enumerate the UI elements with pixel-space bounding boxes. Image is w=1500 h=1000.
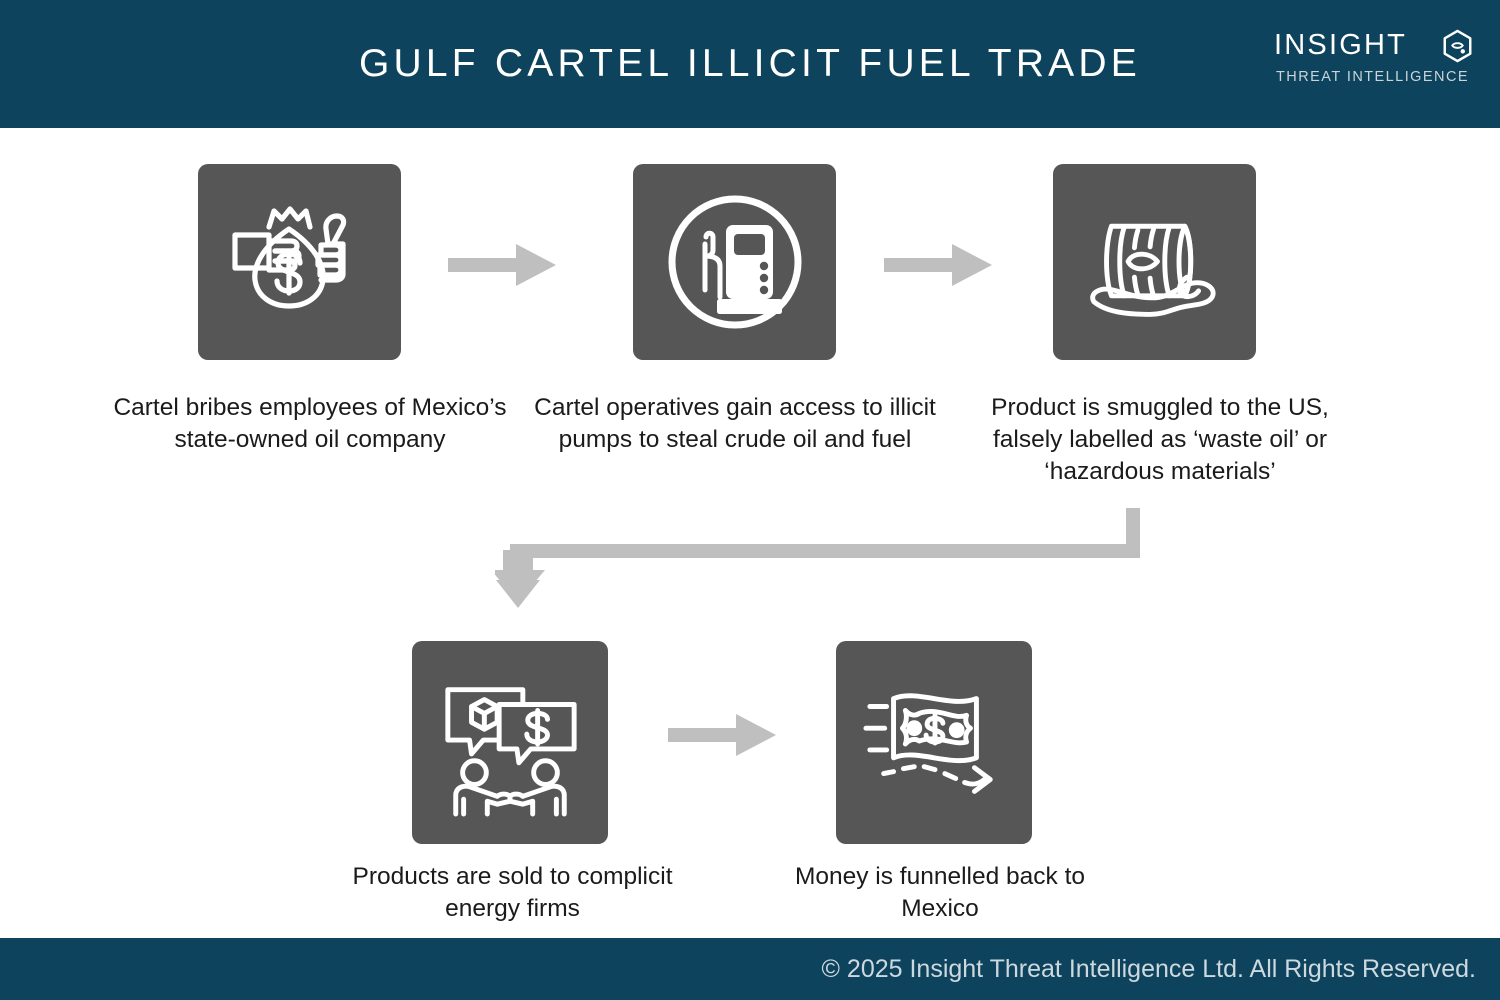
- flow-step-1: [198, 164, 401, 360]
- logo-tagline: THREAT INTELLIGENCE: [1276, 69, 1469, 85]
- logo-wordmark: INSIGHT: [1274, 29, 1408, 61]
- hexagon-dot-icon: [1441, 29, 1474, 63]
- arrow-step1-to-step2: [448, 240, 558, 290]
- copyright-text: © 2025 Insight Threat Intelligence Ltd. …: [821, 955, 1476, 983]
- step-5-caption: Money is funnelled back to Mexico: [794, 863, 1086, 922]
- money-transfer-icon: [860, 669, 1008, 817]
- oil-drum-spill-icon: [1079, 191, 1231, 333]
- step-4-caption: Products are sold to complicit energy fi…: [352, 863, 673, 922]
- header-bar: GULF CARTEL ILLICIT FUEL TRADE INSIGHT T…: [0, 0, 1500, 128]
- handshake-deal-icon: [436, 669, 584, 817]
- arrow-step4-to-step5: [668, 710, 778, 760]
- arrow-step2-to-step3: [884, 240, 994, 290]
- flow-step-2: [633, 164, 836, 360]
- flow-step-4: [412, 641, 608, 844]
- page-title: GULF CARTEL ILLICIT FUEL TRADE: [359, 42, 1141, 85]
- brand-logo: INSIGHT THREAT INTELLIGENCE: [1274, 28, 1474, 98]
- step-2-caption: Cartel operatives gain access to illicit…: [534, 394, 936, 453]
- money-bag-handoff-icon: [225, 192, 375, 332]
- fuel-pump-circle-icon: [660, 187, 810, 337]
- flow-step-3: [1053, 164, 1256, 360]
- step-1-caption: Cartel bribes employees of Mexico’s stat…: [113, 394, 507, 453]
- step-3-icon-tile: [1053, 164, 1256, 360]
- step-5-icon-tile: [836, 641, 1032, 844]
- step-1-icon-tile: [198, 164, 401, 360]
- footer-bar: © 2025 Insight Threat Intelligence Ltd. …: [0, 938, 1500, 1000]
- step-2-icon-tile: [633, 164, 836, 360]
- arrow-step3-to-step4: [495, 508, 1155, 608]
- step-4-icon-tile: [412, 641, 608, 844]
- step-3-caption: Product is smuggled to the US, falsely l…: [991, 394, 1329, 485]
- flow-step-5: [836, 641, 1032, 844]
